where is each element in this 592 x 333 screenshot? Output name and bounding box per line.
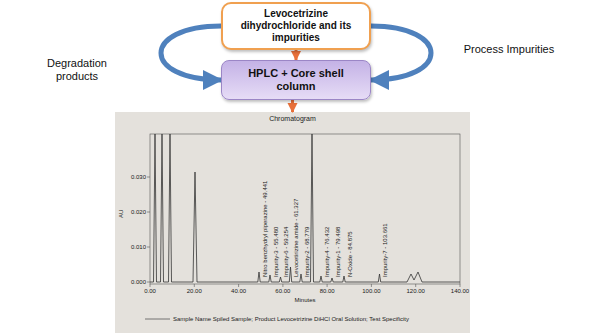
axis-tick-label: 40.00 bbox=[224, 288, 254, 295]
sample-caption: Sample Name Spiled Sample; Product Levoc… bbox=[173, 316, 409, 323]
axis-tick-label: 0.010 bbox=[123, 244, 146, 251]
axis-tick-label: 0.00 bbox=[135, 288, 165, 295]
peak-label: Impurity-3 - 55.480 bbox=[273, 227, 280, 277]
process-box: HPLC + Core shell column bbox=[221, 60, 371, 100]
axis-tick-label: 140.00 bbox=[445, 288, 475, 295]
axis-tick-label: 0.000 bbox=[123, 279, 146, 286]
peak-label: Nitro benzhydryl piperazine - 49.441 bbox=[262, 181, 269, 277]
flow-arrow bbox=[291, 100, 294, 112]
axis-tick-label: 0.020 bbox=[123, 209, 146, 216]
flow-arrow bbox=[371, 26, 431, 80]
peak-label: Impurity-4 - 76.432 bbox=[324, 227, 331, 277]
flow-arrow bbox=[295, 50, 298, 60]
axis-tick-label: 20.00 bbox=[179, 288, 209, 295]
flow-arrow bbox=[161, 26, 221, 80]
edge-label: Degradation products bbox=[28, 56, 126, 84]
source-box: Levocetrizine dihydrochloride and its im… bbox=[221, 2, 371, 50]
peak-label: Impurity-6 - 59.254 bbox=[283, 227, 290, 277]
peak-label: Impurity-1 - 79.498 bbox=[335, 227, 342, 277]
paper-ground bbox=[115, 112, 470, 333]
node-text: Levocetrizine dihydrochloride and its im… bbox=[229, 8, 363, 44]
edge-label: Process Impurities bbox=[460, 42, 558, 57]
legend-line bbox=[145, 319, 170, 320]
axis-tick-label: 80.00 bbox=[312, 288, 342, 295]
peak-label: Impurity-7 - 103.661 bbox=[382, 223, 389, 277]
axis-tick-label: 100.00 bbox=[356, 288, 386, 295]
axis-tick-label: 0.030 bbox=[123, 174, 146, 181]
node-text: HPLC + Core shell column bbox=[230, 67, 362, 93]
node-text: Chromatogram bbox=[115, 115, 470, 123]
axis-title: Minutes bbox=[285, 297, 325, 304]
axis-title: AU bbox=[118, 210, 125, 218]
axis-tick-label: 120.00 bbox=[401, 288, 431, 295]
peak-label: Impurity-2 - 68.779 bbox=[304, 227, 311, 277]
chromatogram-figure bbox=[115, 112, 470, 333]
plot-frame bbox=[150, 134, 460, 284]
axis-tick-label: 60.00 bbox=[268, 288, 298, 295]
peak-label: Levocetirizine amide - 61.327 bbox=[293, 199, 300, 277]
chromatogram-frame: ChromatogramNitro benzhydryl piperazine … bbox=[115, 112, 470, 333]
peak-label: N-Oxide - 84.875 bbox=[347, 231, 354, 277]
chromatogram-trace bbox=[150, 134, 460, 282]
